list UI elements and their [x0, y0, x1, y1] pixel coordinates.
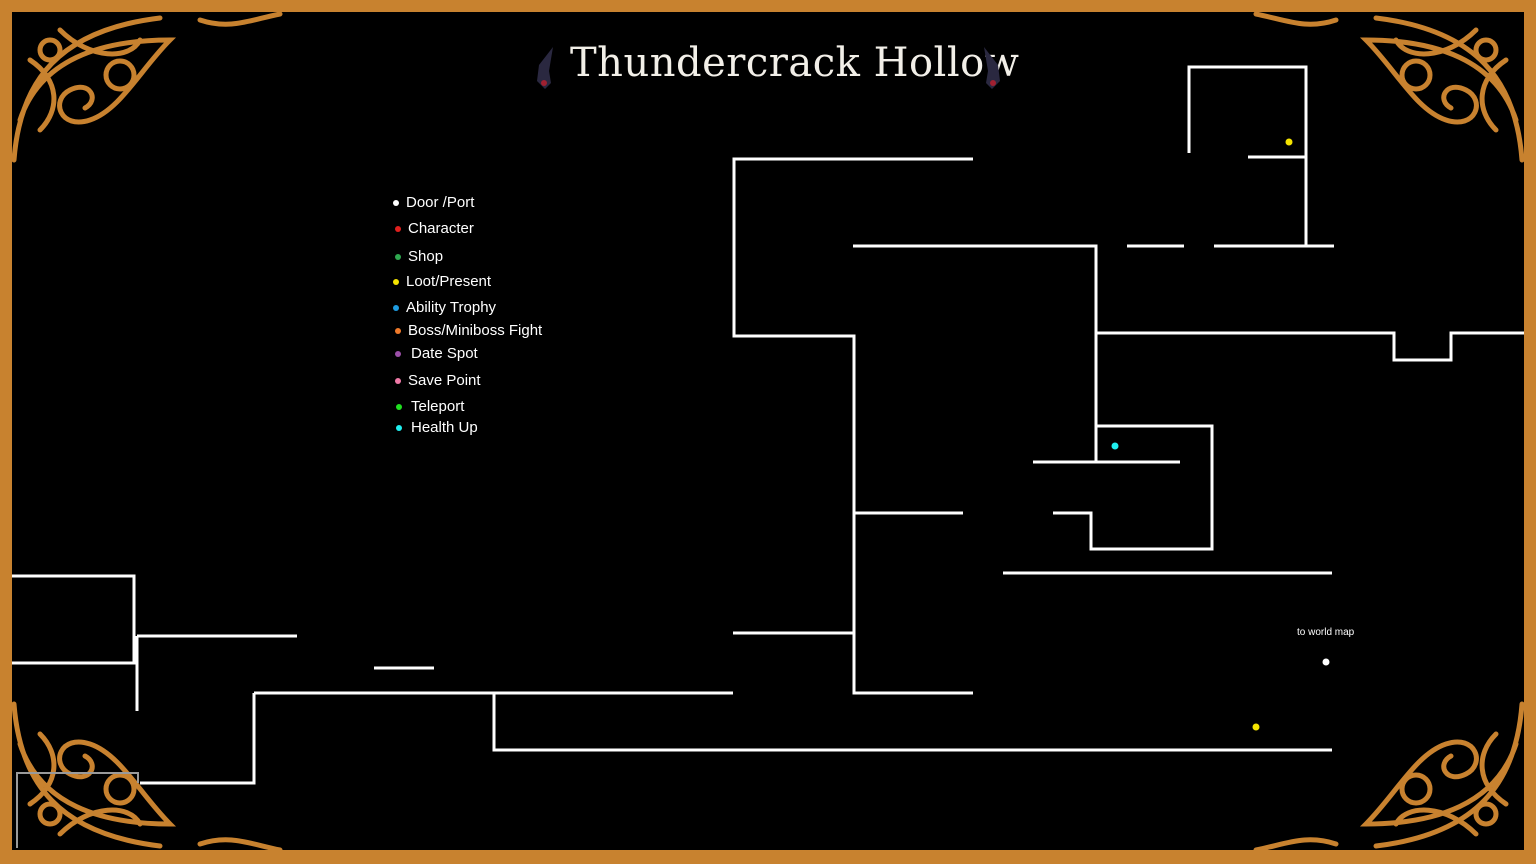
corner-ornament-top-left	[12, 12, 283, 163]
legend-item-door: Door /Port	[393, 194, 474, 211]
loot-marker[interactable]	[1285, 138, 1293, 146]
wall-central-shaft	[732, 157, 973, 695]
map-walls	[12, 65, 1524, 785]
bat-icon-right	[984, 47, 1000, 89]
wall-top-right-room	[1127, 65, 1334, 248]
ability-trophy-dot-icon	[393, 304, 399, 311]
save-point-dot-icon	[395, 377, 401, 384]
legend-item-shop: Shop	[395, 248, 443, 265]
character-dot-icon	[395, 225, 401, 232]
boss-dot-icon	[395, 327, 401, 334]
legend-item-ability-trophy: Ability Trophy	[393, 299, 496, 316]
legend-item-loot: Loot/Present	[393, 273, 491, 290]
door-dot-icon	[393, 199, 399, 206]
shop-dot-icon	[395, 253, 401, 260]
health-up-marker[interactable]	[1111, 442, 1119, 450]
teleport-dot-icon	[396, 403, 402, 410]
world-map-door-marker[interactable]	[1322, 658, 1330, 666]
legend-item-boss: Boss/Miniboss Fight	[395, 322, 542, 339]
legend-item-save-point: Save Point	[395, 372, 481, 389]
ornament-layer	[12, 12, 1524, 850]
legend-item-date-spot: Date Spot	[395, 345, 478, 362]
legend-item-character: Character	[395, 220, 474, 237]
legend-item-teleport: Teleport	[396, 398, 464, 415]
health-up-dot-icon	[396, 424, 402, 431]
wall-grey-outline	[16, 772, 139, 848]
wall-west-area	[12, 574, 1332, 785]
corner-ornament-top-right	[1253, 12, 1524, 163]
map-canvas	[12, 12, 1524, 850]
corner-ornament-bottom-left	[12, 701, 283, 850]
map-title: Thundercrack Hollow	[570, 40, 1020, 86]
corner-ornament-bottom-right	[1253, 701, 1524, 850]
bat-icon-left	[537, 47, 553, 89]
legend-item-health-up: Health Up	[396, 419, 478, 436]
wall-east-corridor	[853, 244, 1524, 462]
loot-marker[interactable]	[1252, 723, 1260, 731]
loot-dot-icon	[393, 278, 399, 285]
world-map-exit-label: to world map	[1297, 627, 1355, 638]
wall-east-room	[1003, 424, 1332, 575]
date-spot-dot-icon	[395, 350, 401, 357]
